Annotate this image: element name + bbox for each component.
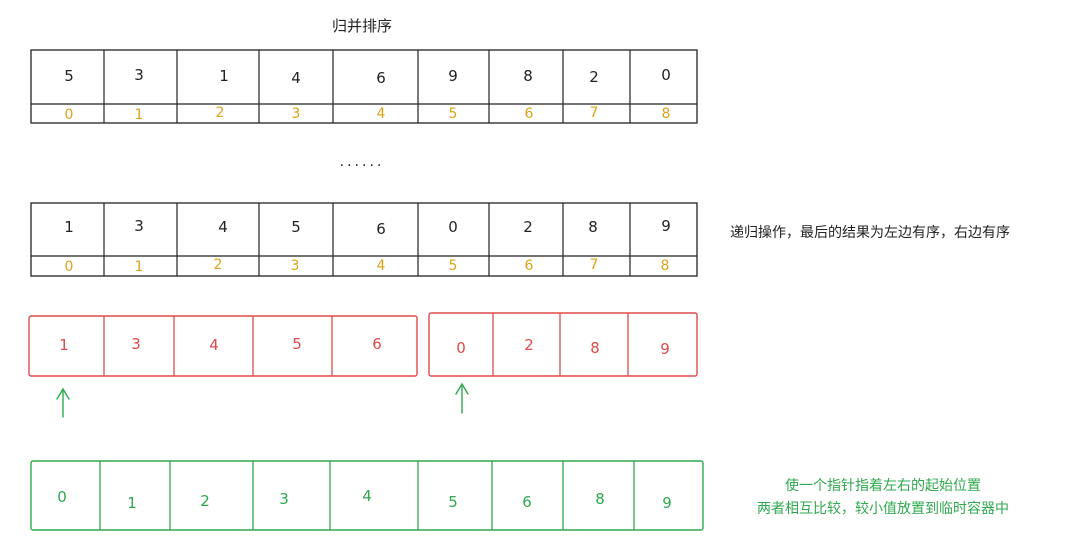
array-index: 2 [214, 257, 223, 273]
arrow-head [56, 387, 70, 400]
left-sorted-part: 1 3 4 5 6 [28, 315, 418, 377]
array-value: 5 [64, 67, 74, 85]
array-value: 0 [661, 66, 671, 84]
array-index: 8 [662, 106, 671, 122]
array-value: 2 [200, 492, 210, 510]
ellipsis: ...... [340, 154, 385, 170]
array-value: 3 [279, 490, 289, 508]
left-part-frame [28, 315, 418, 377]
array-value: 8 [595, 490, 605, 508]
array-value: 9 [661, 217, 671, 235]
array-value: 6 [376, 69, 386, 87]
initial-array: 5 3 1 4 6 9 8 2 0 0 1 2 3 4 5 6 7 8 [30, 49, 698, 124]
array-value: 6 [522, 493, 532, 511]
array-index: 3 [291, 258, 300, 274]
after-recursion-frame [30, 202, 698, 277]
array-value: 0 [456, 339, 466, 357]
pointer-note-line-1: 使一个指针指着左右的起始位置 [785, 477, 981, 494]
initial-array-frame [30, 49, 698, 124]
right-part-frame [428, 312, 698, 377]
array-index: 6 [525, 106, 534, 122]
arrow-head [455, 382, 469, 395]
array-index: 4 [377, 106, 386, 122]
array-index: 0 [65, 259, 74, 275]
array-index: 3 [292, 106, 301, 122]
initial-array-dividers [103, 50, 631, 123]
recursion-note: 递归操作，最后的结果为左边有序，右边有序 [730, 224, 1010, 241]
array-value: 3 [131, 335, 141, 353]
array-value: 9 [660, 340, 670, 358]
array-value: 1 [59, 336, 69, 354]
array-value: 0 [57, 488, 67, 506]
array-value: 2 [523, 218, 533, 236]
array-value: 9 [448, 67, 458, 85]
array-value: 1 [127, 494, 137, 512]
array-index: 8 [661, 258, 670, 274]
array-index: 7 [590, 257, 599, 273]
array-value: 0 [448, 218, 458, 236]
array-value: 3 [134, 66, 144, 84]
array-value: 2 [589, 68, 599, 86]
array-value: 4 [218, 218, 228, 236]
merged-array: 0 1 2 3 4 5 6 8 9 [30, 460, 704, 531]
merged-array-frame [30, 460, 704, 531]
diagram-title: 归并排序 [332, 17, 392, 35]
array-value: 1 [64, 218, 74, 236]
array-value: 8 [523, 67, 533, 85]
array-index: 0 [65, 107, 74, 123]
array-value: 5 [448, 493, 458, 511]
array-value: 9 [662, 494, 672, 512]
right-sorted-part: 0 2 8 9 [428, 312, 698, 377]
left-pointer-arrow [56, 387, 70, 418]
array-index: 6 [525, 258, 534, 274]
array-value: 3 [134, 217, 144, 235]
array-value: 2 [524, 336, 534, 354]
pointer-note-line-2: 两者相互比较，较小值放置到临时容器中 [757, 500, 1009, 517]
array-value: 4 [209, 336, 219, 354]
array-index: 7 [590, 105, 599, 121]
array-index: 1 [135, 107, 144, 123]
array-index: 4 [377, 258, 386, 274]
array-value: 4 [362, 487, 372, 505]
after-recursion-dividers [103, 203, 631, 276]
right-pointer-arrow [455, 382, 469, 414]
array-index: 2 [216, 105, 225, 121]
array-value: 5 [291, 218, 301, 236]
after-recursion-array: 1 3 4 5 6 0 2 8 9 0 1 2 3 4 5 6 7 8 [30, 202, 698, 277]
array-index: 1 [135, 259, 144, 275]
array-index: 5 [449, 258, 458, 274]
array-value: 6 [372, 335, 382, 353]
array-value: 4 [291, 69, 301, 87]
array-value: 1 [219, 67, 229, 85]
array-value: 8 [590, 339, 600, 357]
array-index: 5 [449, 106, 458, 122]
array-value: 6 [376, 220, 386, 238]
array-value: 8 [588, 218, 598, 236]
array-value: 5 [292, 335, 302, 353]
